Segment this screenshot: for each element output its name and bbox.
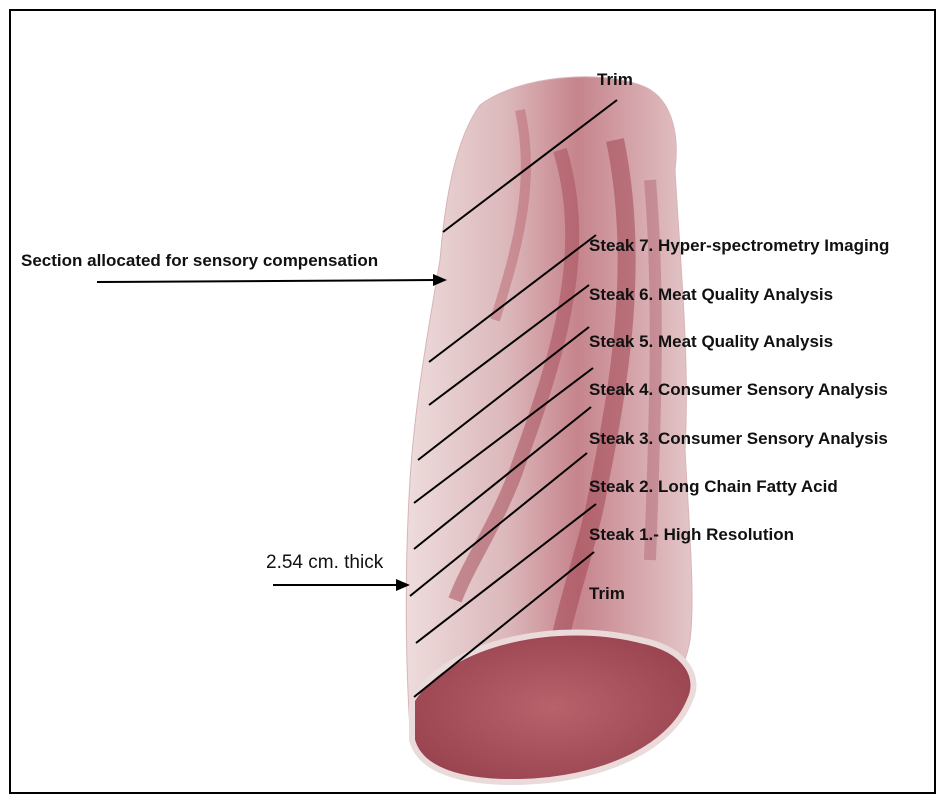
trim-bottom-label: Trim xyxy=(589,584,625,604)
sensory-section-label: Section allocated for sensory compensati… xyxy=(21,251,378,271)
steak-7-label: Steak 7. Hyper-spectrometry Imaging xyxy=(589,236,889,256)
steak-5-label: Steak 5. Meat Quality Analysis xyxy=(589,332,833,352)
steak-2-label: Steak 2. Long Chain Fatty Acid xyxy=(589,477,838,497)
steak-3-label: Steak 3. Consumer Sensory Analysis xyxy=(589,429,888,449)
steak-1-label: Steak 1.- High Resolution xyxy=(589,525,794,545)
trim-top-label: Trim xyxy=(597,70,633,90)
steak-6-label: Steak 6. Meat Quality Analysis xyxy=(589,285,833,305)
thickness-label: 2.54 cm. thick xyxy=(266,553,383,573)
steak-4-label: Steak 4. Consumer Sensory Analysis xyxy=(589,380,888,400)
sensory-arrow xyxy=(97,280,435,282)
